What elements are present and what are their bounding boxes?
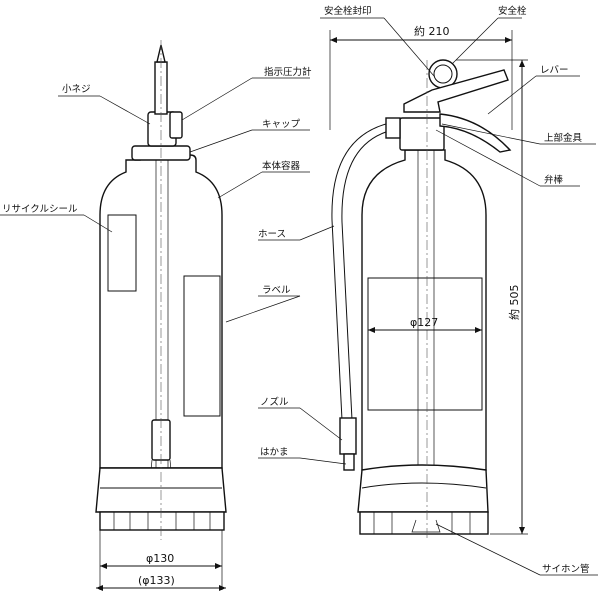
dim-inner-diameter: φ127 — [410, 316, 438, 329]
dim-base-diameter-ref: (φ133) — [138, 574, 175, 587]
front-label-area — [183, 275, 221, 417]
side-lower-handle — [439, 113, 512, 153]
front-view: φ130 (φ133) — [95, 40, 227, 591]
label-safety-pin-seal: 安全栓封印 — [324, 5, 372, 17]
label-upper-fitting: 上部金具 — [544, 132, 583, 144]
label-hose: ホース — [258, 229, 286, 240]
label-pressure-gauge: 指示圧力計 — [264, 66, 312, 78]
side-hose-coupling — [385, 117, 401, 139]
side-hakama — [357, 464, 489, 513]
dim-base-diameter: φ130 — [146, 552, 174, 565]
side-leaders — [225, 17, 598, 576]
front-recycle-seal-area — [107, 214, 137, 292]
side-lever — [403, 69, 509, 113]
label-nozzle: ノズル — [260, 396, 289, 408]
label-recycle-seal: リサイクルシール — [2, 204, 78, 215]
label-label: ラベル — [262, 285, 291, 296]
label-body-container: 本体容器 — [262, 160, 301, 172]
dim-width-top: 約 210 — [414, 24, 450, 38]
side-view: 約 210 約 505 φ127 — [329, 24, 528, 540]
side-label-window — [367, 277, 483, 411]
label-hakama: はかま — [260, 447, 289, 458]
label-small-screw: 小ネジ — [62, 84, 91, 95]
label-siphon-tube: サイホン管 — [542, 563, 590, 575]
side-nozzle — [339, 417, 357, 455]
side-hose — [331, 123, 387, 421]
side-upper-fitting — [399, 117, 445, 151]
front-pressure-gauge — [169, 111, 183, 139]
label-cap: キャップ — [262, 119, 301, 130]
label-safety-pin: 安全栓 — [498, 5, 527, 17]
front-lever — [154, 61, 168, 115]
label-valve-rod: 弁棒 — [544, 174, 564, 186]
front-leaders — [0, 77, 310, 233]
dim-height: 約 505 — [507, 285, 521, 321]
label-lever: レバー — [540, 65, 569, 76]
front-foot — [99, 511, 225, 531]
side-body-outline — [361, 149, 487, 471]
